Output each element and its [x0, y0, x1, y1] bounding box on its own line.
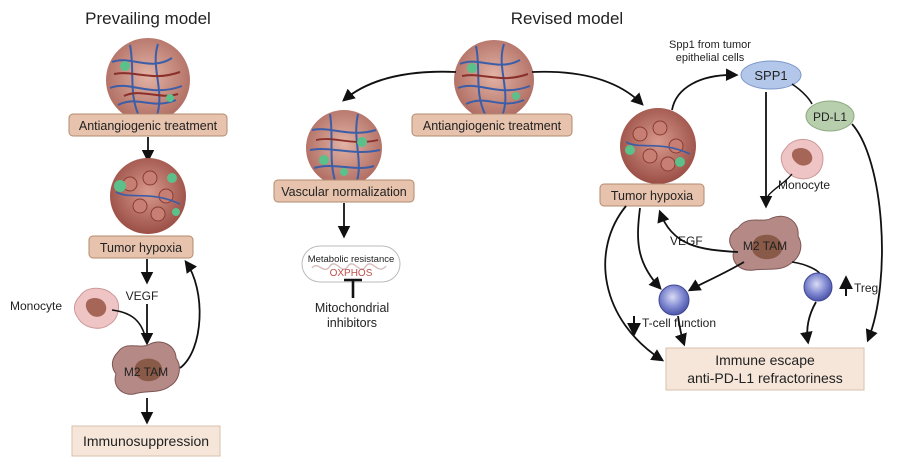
normalized-vasculature-image	[306, 110, 382, 186]
spp1-note-line1: Spp1 from tumor	[669, 39, 751, 51]
arrow-treg-to-escape	[800, 301, 817, 345]
pdl1-node	[805, 100, 855, 132]
left-immunosuppression-box	[71, 425, 221, 457]
arrow-right-to-hypoxia	[531, 70, 644, 106]
arrow-tcell-to-escape	[674, 315, 687, 347]
arrow-hypoxia-to-escape	[604, 205, 665, 362]
arrow-hypoxia-to-tcell	[637, 207, 662, 290]
spp1-node	[740, 60, 802, 90]
inhibition-bar	[344, 278, 362, 298]
arrow-pdl1-to-escape	[851, 123, 883, 343]
right-antiangiogenic-box	[411, 113, 573, 137]
right-hypoxic-tumor-image	[620, 108, 696, 184]
mito-inhibitors-line2: inhibitors	[327, 316, 377, 330]
arrow-tam-to-hypoxia	[657, 209, 739, 253]
right-monocyte-label: Monocyte	[778, 178, 830, 192]
spp1-note-line2: epithelial cells	[676, 52, 745, 64]
left-immunosuppression-label: Immunosuppression	[83, 433, 209, 449]
right-m2-tam-label: M2 TAM	[743, 239, 787, 253]
left-antiangiogenic-label: Antiangiogenic treatment	[79, 119, 218, 133]
right-monocyte-cell	[780, 139, 824, 180]
left-title: Prevailing model	[85, 9, 211, 28]
left-monocyte-label: Monocyte	[10, 299, 62, 313]
metabolic-resistance-label: Metabolic resistance	[308, 254, 395, 265]
left-tumor-hypoxia-label: Tumor hypoxia	[100, 241, 182, 255]
immune-escape-line1: Immune escape	[715, 352, 815, 368]
treg-label: Treg	[854, 281, 878, 295]
arrow-tam-to-tcell	[687, 261, 745, 292]
arrow-left-monocyte-merge	[111, 309, 146, 337]
oxphos-label: OXPHOS	[330, 268, 373, 279]
arrow-left-tam-to-hypoxia	[179, 259, 201, 369]
spp1-label: SPP1	[754, 68, 787, 83]
hypoxic-tumor-image	[110, 158, 186, 234]
pdl1-label: PD-L1	[813, 110, 847, 124]
left-m2-tam-label: M2 TAM	[124, 365, 168, 379]
connector-spp1-to-pdl1	[791, 83, 813, 105]
tumor-vasculature-image	[106, 38, 190, 122]
connector-tam-to-treg	[791, 261, 821, 275]
left-m2-tam-cell	[111, 341, 180, 395]
right-m2-tam-cell	[729, 215, 802, 271]
left-vegf-label: VEGF	[126, 289, 159, 303]
right-tumor-hypoxia-box	[599, 183, 705, 207]
connector-monocyte-to-tam	[767, 173, 793, 197]
right-antiangiogenic-label: Antiangiogenic treatment	[423, 119, 562, 133]
tcell-cell	[658, 284, 690, 316]
left-tumor-hypoxia-box	[88, 235, 194, 259]
immune-escape-line2: anti-PD-L1 refractoriness	[687, 370, 843, 386]
immune-escape-box	[665, 347, 865, 391]
arrow-right-to-vascular	[342, 70, 457, 102]
mitochondrion-shape	[301, 245, 401, 283]
vascular-normalization-label: Vascular normalization	[281, 185, 407, 199]
left-monocyte-cell	[73, 287, 119, 329]
vascular-normalization-box	[273, 179, 415, 203]
right-tumor-vasculature-image	[454, 40, 534, 120]
arrow-tumor-to-spp1	[671, 68, 739, 111]
right-tumor-hypoxia-label: Tumor hypoxia	[611, 189, 693, 203]
mito-inhibitors-line1: Mitochondrial	[315, 301, 389, 315]
right-title: Revised model	[511, 9, 623, 28]
left-antiangiogenic-box	[68, 113, 228, 137]
treg-cell	[803, 272, 833, 302]
